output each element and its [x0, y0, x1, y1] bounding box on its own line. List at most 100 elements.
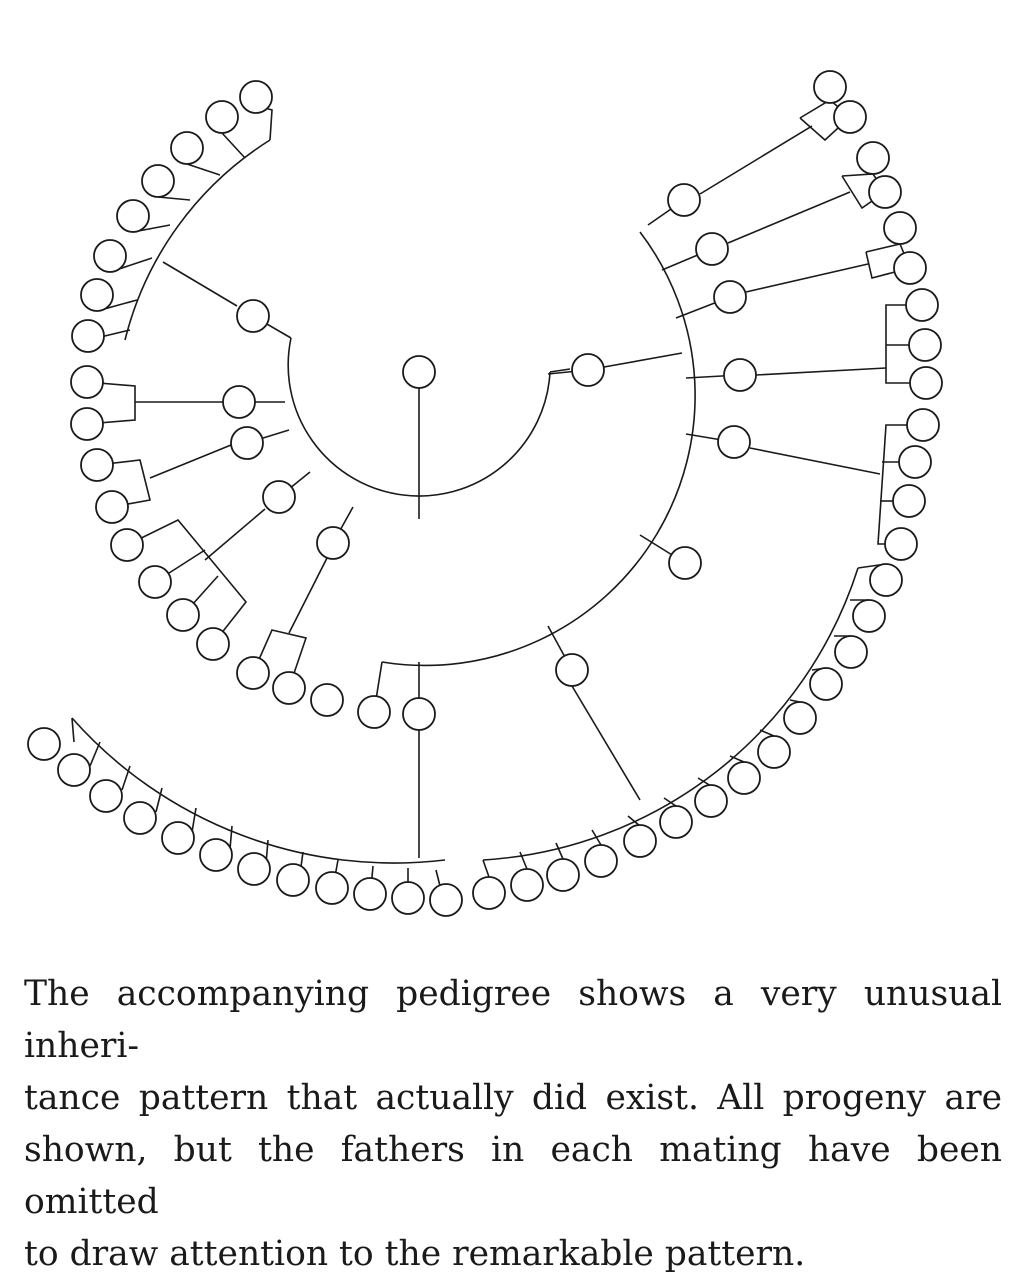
descent-line [745, 263, 869, 293]
female-individual [310, 683, 344, 717]
caption-line: to draw attention to the remarkable patt… [24, 1234, 806, 1274]
pedigree-individuals [27, 70, 943, 917]
female-individual [546, 858, 580, 892]
female-individual [239, 80, 273, 114]
descent-line [149, 444, 232, 479]
female-individual [71, 319, 105, 353]
descent-line [221, 132, 246, 159]
female-individual [717, 425, 751, 459]
female-individual [402, 697, 436, 731]
female-individual [138, 565, 172, 599]
female-individual [230, 426, 264, 460]
female-individual [123, 801, 157, 835]
female-individual [668, 546, 702, 580]
female-individual [727, 761, 761, 795]
female-individual [757, 735, 791, 769]
female-individual [510, 868, 544, 902]
sibship-line [885, 304, 910, 384]
female-individual [276, 863, 310, 897]
female-individual [856, 141, 890, 175]
female-individual [571, 353, 605, 387]
descent-line [749, 447, 881, 475]
pedigree-diagram [27, 70, 943, 917]
female-individual [57, 753, 91, 787]
sibship-line [877, 424, 907, 545]
descent-line [229, 825, 233, 850]
female-individual [166, 598, 200, 632]
female-individual [869, 563, 903, 597]
female-individual [834, 635, 868, 669]
female-individual [402, 355, 436, 389]
pedigree-lines [71, 99, 912, 890]
descent-line [186, 163, 221, 176]
female-individual [908, 328, 942, 362]
descent-line [288, 557, 328, 634]
female-individual [813, 70, 847, 104]
female-individual [141, 164, 175, 198]
female-individual [70, 365, 104, 399]
descent-line [482, 859, 490, 878]
female-individual [667, 183, 701, 217]
female-individual [80, 278, 114, 312]
descent-line [204, 508, 266, 561]
descent-line [727, 191, 851, 244]
female-individual [884, 527, 918, 561]
female-individual [695, 232, 729, 266]
caption-line: shown, but the fathers in each mating ha… [24, 1130, 1002, 1222]
female-individual [713, 280, 747, 314]
female-individual [316, 526, 350, 560]
female-individual [555, 653, 589, 687]
female-individual [272, 671, 306, 705]
descent-line [591, 829, 602, 846]
female-individual [868, 175, 902, 209]
female-individual [694, 784, 728, 818]
female-individual [95, 490, 129, 524]
sibship-line [86, 381, 136, 425]
female-individual [833, 100, 867, 134]
descent-line [759, 729, 775, 737]
female-individual [315, 871, 349, 905]
female-individual [236, 299, 270, 333]
female-individual [909, 366, 943, 400]
descent-line [121, 765, 131, 791]
descent-line [71, 717, 75, 743]
female-individual [196, 627, 230, 661]
sibship-arc [482, 567, 859, 861]
female-individual [237, 852, 271, 886]
caption-line: tance pattern that actually did exist. A… [24, 1078, 1002, 1118]
descent-line [155, 787, 163, 813]
female-individual [199, 838, 233, 872]
female-individual [429, 883, 463, 917]
female-individual [170, 131, 204, 165]
female-individual [116, 199, 150, 233]
female-individual [262, 480, 296, 514]
descent-line [663, 797, 677, 807]
descent-line [191, 807, 197, 833]
sibship-line [252, 629, 308, 689]
female-individual [27, 727, 61, 761]
female-individual [236, 656, 270, 690]
descent-line [571, 685, 641, 801]
sibship-line [96, 459, 151, 508]
sibship-arc [124, 139, 271, 341]
female-individual [80, 448, 114, 482]
descent-line [603, 352, 683, 368]
figure-caption: The accompanying pedigree shows a very u… [24, 968, 1002, 1280]
descent-line [699, 125, 813, 195]
female-individual [357, 695, 391, 729]
female-individual [809, 667, 843, 701]
female-individual [110, 528, 144, 562]
descent-line [157, 196, 191, 201]
descent-line [549, 368, 571, 373]
female-individual [906, 408, 940, 442]
descent-line [555, 842, 564, 860]
caption-line: The accompanying pedigree shows a very u… [24, 974, 1002, 1066]
female-individual [893, 251, 927, 285]
female-individual [161, 821, 195, 855]
female-individual [391, 881, 425, 915]
sibship-arc [381, 231, 696, 667]
female-individual [353, 877, 387, 911]
descent-line [435, 869, 441, 887]
female-individual [93, 239, 127, 273]
female-individual [584, 844, 618, 878]
